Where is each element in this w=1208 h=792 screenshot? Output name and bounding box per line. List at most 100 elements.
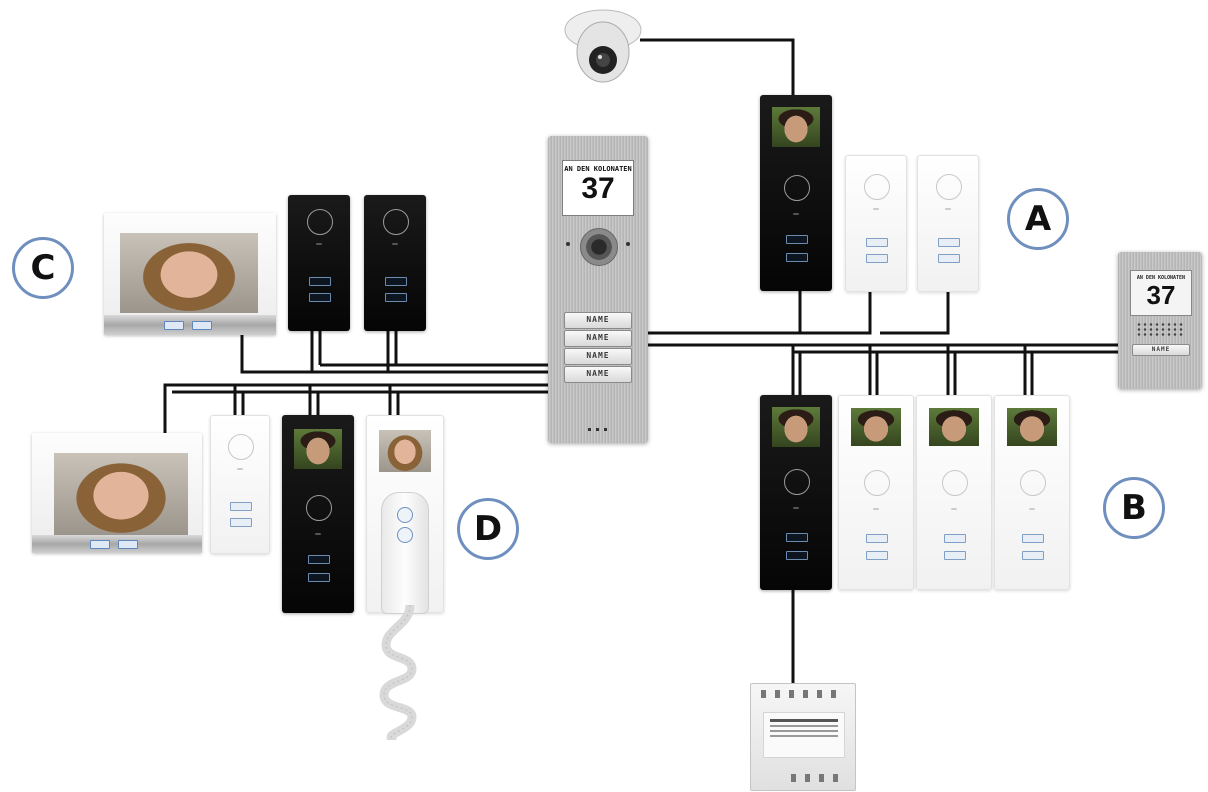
call-button-1[interactable]: NAME [564, 312, 632, 329]
door-open-button[interactable] [786, 235, 808, 244]
talk-button-icon[interactable] [784, 469, 810, 495]
talk-button-icon[interactable] [1020, 470, 1046, 496]
status-indicator [237, 468, 243, 470]
status-indicator [1029, 508, 1035, 510]
light-button[interactable] [308, 573, 330, 582]
small-door-speaker-grille [1136, 322, 1184, 338]
door-camera-lens [580, 228, 618, 266]
light-button[interactable] [230, 518, 252, 527]
talk-button-icon[interactable] [307, 209, 333, 235]
talk-button-icon[interactable] [864, 470, 890, 496]
handset-button-2[interactable] [397, 527, 413, 543]
door-open-button[interactable] [866, 534, 888, 543]
talk-button-icon[interactable] [383, 209, 409, 235]
light-button[interactable] [786, 253, 808, 262]
monitor-button-2[interactable] [118, 540, 138, 549]
wire-group-d [163, 383, 548, 433]
talk-button-icon[interactable] [936, 174, 962, 200]
small-door-station-display: AN DEN KOLONATEN 37 [1130, 270, 1192, 316]
light-button[interactable] [866, 254, 888, 263]
group-c-monitor [104, 213, 276, 335]
talk-button-icon[interactable] [864, 174, 890, 200]
talk-button-icon[interactable] [228, 434, 254, 460]
group-b-video-station-white-3 [994, 395, 1070, 590]
door-station-header: AN DEN KOLONATEN [564, 165, 632, 173]
small-door-station-number: 37 [1146, 280, 1176, 310]
monitor-button-1[interactable] [90, 540, 110, 549]
handset-button-1[interactable] [397, 507, 413, 523]
group-b-video-station-white-1 [838, 395, 914, 590]
door-open-button[interactable] [786, 533, 808, 542]
light-button[interactable] [938, 254, 960, 263]
talk-button-icon[interactable] [942, 470, 968, 496]
light-button[interactable] [786, 551, 808, 560]
wire-group-a [648, 290, 802, 335]
door-led-dots [588, 428, 610, 431]
status-indicator [873, 508, 879, 510]
video-screen [294, 429, 342, 469]
group-a-audio-station-1 [845, 155, 907, 292]
group-d-handset-station [366, 415, 444, 614]
light-button[interactable] [866, 551, 888, 560]
group-b-video-station-white-2 [916, 395, 992, 590]
handset[interactable] [381, 492, 429, 614]
talk-button-icon[interactable] [306, 495, 332, 521]
label-b: B [1103, 477, 1165, 539]
handset-cord [379, 605, 417, 740]
door-open-button[interactable] [1022, 534, 1044, 543]
group-a-video-station [760, 95, 832, 291]
wire-group-c [240, 333, 548, 374]
door-open-button[interactable] [308, 555, 330, 564]
wire-group-a-3 [880, 290, 950, 335]
video-screen [1007, 408, 1057, 446]
door-station-number: 37 [581, 172, 615, 205]
door-open-button[interactable] [944, 534, 966, 543]
status-indicator [793, 213, 799, 215]
monitor-button-2[interactable] [192, 321, 212, 330]
call-button-2[interactable]: NAME [564, 330, 632, 347]
group-d-monitor-screen [54, 453, 188, 535]
light-button[interactable] [385, 293, 407, 302]
small-door-station: AN DEN KOLONATEN 37 NAME [1118, 252, 1202, 389]
light-button[interactable] [1022, 551, 1044, 560]
wire-camera [640, 38, 795, 95]
dome-camera [560, 2, 646, 88]
status-indicator [793, 507, 799, 509]
group-d-audio-station [210, 415, 270, 554]
power-supply-terminals [761, 690, 845, 698]
label-a: A [1007, 188, 1069, 250]
main-door-station: AN DEN KOLONATEN 37 NAME NAME NAME NAME [548, 136, 648, 443]
door-open-button[interactable] [866, 238, 888, 247]
status-indicator [945, 208, 951, 210]
group-c-audio-station-2 [364, 195, 426, 331]
door-open-button[interactable] [309, 277, 331, 286]
small-call-button[interactable]: NAME [1132, 344, 1190, 356]
status-indicator [873, 208, 879, 210]
status-indicator [315, 533, 321, 535]
light-button[interactable] [944, 551, 966, 560]
light-button[interactable] [309, 293, 331, 302]
call-button-3[interactable]: NAME [564, 348, 632, 365]
monitor-button-bar [32, 535, 202, 553]
label-c: C [12, 237, 74, 299]
call-button-4[interactable]: NAME [564, 366, 632, 383]
door-speaker-right [626, 242, 630, 246]
group-c-audio-station-1 [288, 195, 350, 331]
video-screen [929, 408, 979, 446]
door-open-button[interactable] [938, 238, 960, 247]
door-open-button[interactable] [385, 277, 407, 286]
group-d-video-station-black [282, 415, 354, 613]
talk-button-icon[interactable] [784, 175, 810, 201]
group-a-audio-station-2 [917, 155, 979, 292]
group-b-video-screen [772, 407, 820, 447]
monitor-button-1[interactable] [164, 321, 184, 330]
status-indicator [316, 243, 322, 245]
status-indicator [392, 243, 398, 245]
group-b-video-station-black [760, 395, 832, 590]
video-screen [379, 430, 431, 472]
video-screen [851, 408, 901, 446]
status-indicator [951, 508, 957, 510]
door-open-button[interactable] [230, 502, 252, 511]
group-a-video-screen [772, 107, 820, 147]
